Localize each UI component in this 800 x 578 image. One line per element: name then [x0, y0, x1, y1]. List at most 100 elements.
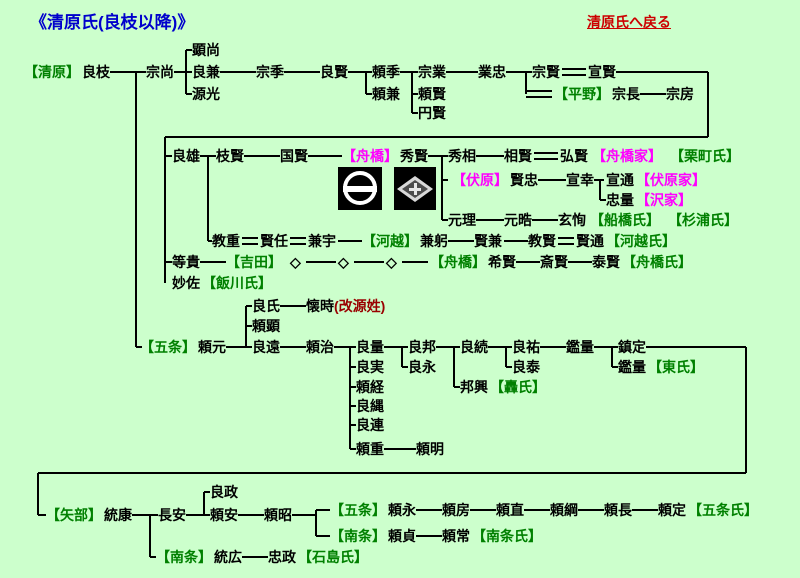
tree-connector-line [476, 155, 504, 157]
tree-connector-line [568, 261, 592, 263]
tree-connector-line [402, 366, 408, 368]
tree-node: 秀相 [448, 148, 476, 164]
tree-node: 【南条】 [330, 528, 386, 544]
tree-node: 相賢 [504, 148, 532, 164]
tree-node: 鑑量 [618, 359, 646, 375]
tree-node: 統康 [104, 507, 132, 523]
tree-node: 【飯川氏】 [202, 275, 272, 291]
tree-connector-line [135, 72, 137, 347]
tree-connector-line [562, 68, 586, 76]
tree-node: 【伏原家】 [636, 172, 706, 188]
tree-connector-line [164, 137, 166, 283]
tree-connector-line [306, 261, 336, 263]
tree-connector-line [242, 556, 268, 558]
tree-node: 賢兼 [474, 233, 502, 249]
tree-node: 良縄 [356, 398, 384, 414]
tree-node: 宗尚 [146, 64, 174, 80]
tree-node: 【五条氏】 [688, 502, 758, 518]
tree-node: 良泰 [512, 359, 540, 375]
tree-node: 良永 [408, 359, 436, 375]
tree-node: 頼常 [442, 528, 470, 544]
tree-node: 良賢 [320, 64, 348, 80]
tree-connector-line [350, 386, 356, 388]
tree-connector-line [350, 424, 356, 426]
tree-node: ◇ [338, 254, 349, 270]
tree-connector-line [338, 240, 362, 242]
tree-node: 良遠 [252, 339, 280, 355]
tree-connector-line [315, 510, 317, 536]
tree-node: 兼宇 [308, 233, 336, 249]
tree-node: 【船橋氏】 [590, 212, 660, 228]
tree-connector-line [165, 261, 172, 263]
tree-node: 宗業 [418, 64, 446, 80]
tree-connector-line [640, 93, 666, 95]
tree-node: 賢通 [576, 233, 604, 249]
tree-connector-line [446, 71, 478, 73]
tree-connector-line [348, 71, 372, 73]
tree-node: 頼房 [442, 502, 470, 518]
tree-node: 頼顕 [252, 318, 280, 334]
tree-node: 良雄 [172, 148, 200, 164]
tree-node: 頼賢 [418, 86, 446, 102]
tree-node: 斎賢 [540, 254, 568, 270]
tree-connector-line [416, 535, 442, 537]
tree-node: 頼元 [198, 339, 226, 355]
tree-node: 頼永 [388, 502, 416, 518]
tree-connector-line [37, 473, 39, 515]
tree-connector-line [284, 71, 320, 73]
tree-node: 妙佐 [172, 275, 200, 291]
tree-connector-line [165, 155, 172, 157]
tree-node: 【栗町氏】 [670, 148, 740, 164]
tree-connector-line [174, 71, 192, 73]
tree-connector-line [350, 366, 356, 368]
tree-connector-line [504, 240, 528, 242]
tree-connector-line [506, 366, 512, 368]
tree-connector-line [616, 71, 708, 73]
tree-connector-line [132, 514, 158, 516]
tree-connector-line [290, 237, 306, 245]
tree-node: 【矢部】 [46, 507, 102, 523]
tree-connector-line [412, 93, 418, 95]
tree-node: 良兼 [192, 64, 220, 80]
tree-node: 良祐 [512, 339, 540, 355]
tree-node: 頼治 [306, 339, 334, 355]
tree-node: 【舟橋家】 [592, 148, 662, 164]
tree-connector-line [646, 346, 746, 348]
tree-node: 宗房 [666, 86, 694, 102]
tree-node: 頼明 [416, 441, 444, 457]
tree-node: 良続 [460, 339, 488, 355]
tree-connector-line [136, 346, 142, 348]
tree-connector-line [470, 509, 496, 511]
tree-node: 頼長 [604, 502, 632, 518]
tree-connector-line [599, 180, 601, 200]
back-link[interactable]: 清原氏へ戻る [587, 14, 671, 30]
tree-connector-line [349, 347, 351, 449]
tree-node: 良実 [356, 359, 384, 375]
tree-node: 忠量 [606, 192, 634, 208]
tree-node: 【杉浦氏】 [668, 212, 738, 228]
tree-connector-line [280, 305, 306, 307]
tree-node: 兼躬 [420, 233, 448, 249]
tree-node: 統広 [214, 549, 242, 565]
tree-connector-line [505, 347, 507, 367]
tree-node: 邦興 [460, 379, 488, 395]
tree-node: 顕尚 [192, 42, 220, 58]
tree-node: 頼季 [372, 64, 400, 80]
hanabishi-crest-icon [394, 167, 436, 210]
tree-node: 弘賢 [560, 148, 588, 164]
tree-node: 枝賢 [216, 148, 244, 164]
tree-connector-line [186, 93, 192, 95]
tree-connector-line [526, 90, 552, 98]
tree-connector-line [280, 346, 306, 348]
tree-node: 【石島氏】 [298, 549, 368, 565]
tree-connector-line [350, 448, 356, 450]
tree-node: 【沢家】 [636, 192, 692, 208]
tree-node: 【伏原】 [452, 172, 508, 188]
tree-connector-line [411, 72, 413, 113]
tree-node: 【南条】 [156, 549, 212, 565]
tree-node: 宗長 [612, 86, 640, 102]
tree-connector-line [316, 509, 330, 511]
tree-node: ◇ [386, 254, 397, 270]
tree-node: 鑑量 [566, 339, 594, 355]
tree-connector-line [242, 237, 258, 245]
